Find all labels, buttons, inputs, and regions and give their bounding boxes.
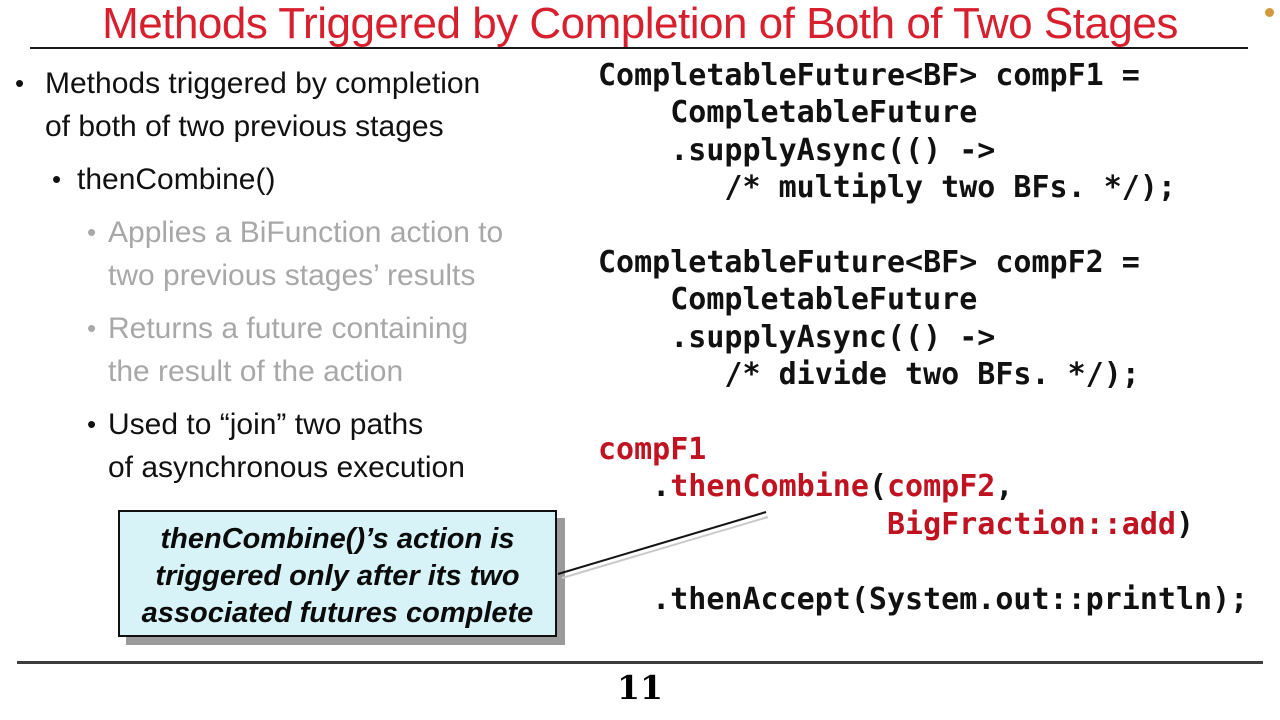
code-line: .thenAccept(System.out::println); [598, 581, 1249, 617]
bullet-marker-icon: • [87, 217, 97, 247]
slide-title: Methods Triggered by Completion of Both … [102, 0, 1178, 48]
bullet-marker-icon: • [15, 68, 25, 98]
code-block: CompletableFuture<BF> compF1 = Completab… [598, 57, 1248, 618]
code-line [598, 207, 1248, 244]
callout-text-line: thenCombine()’s action is [160, 523, 515, 555]
code-line: .thenCombine(compF2, [598, 469, 1014, 505]
callout-text-line: associated futures complete [141, 597, 534, 629]
bottom-rule [17, 661, 1263, 664]
code-line: /* multiply two BFs. */); [598, 170, 1176, 206]
bullet-text: thenCombine() [77, 163, 276, 196]
code-line: BigFraction::add) [886, 506, 1195, 542]
code-line: .supplyAsync(() -> [598, 132, 996, 168]
code-line: CompletableFuture [598, 282, 978, 318]
code-line: /* divide two BFs. */); [598, 357, 1140, 393]
bullet-marker-icon: • [52, 164, 62, 194]
code-line: CompletableFuture<BF> compF2 = [598, 245, 1140, 281]
recording-dot-icon [1265, 8, 1274, 17]
code-line: .supplyAsync(() -> [598, 319, 996, 355]
code-line: compF1 [598, 432, 707, 468]
page-number: 11 [617, 668, 663, 707]
bullet-marker-icon: • [87, 409, 97, 439]
code-line [598, 543, 1248, 580]
code-line: CompletableFuture<BF> compF1 = [598, 58, 1140, 93]
bullet-item: • thenCombine() [0, 158, 600, 201]
callout-box: thenCombine()’s action is triggered only … [118, 510, 557, 637]
code-line: CompletableFuture [598, 95, 978, 131]
code-line [598, 394, 1248, 431]
title-underline [30, 47, 1248, 49]
callout-text-line: triggered only after its two [155, 560, 520, 592]
bullet-marker-icon: • [87, 313, 97, 343]
